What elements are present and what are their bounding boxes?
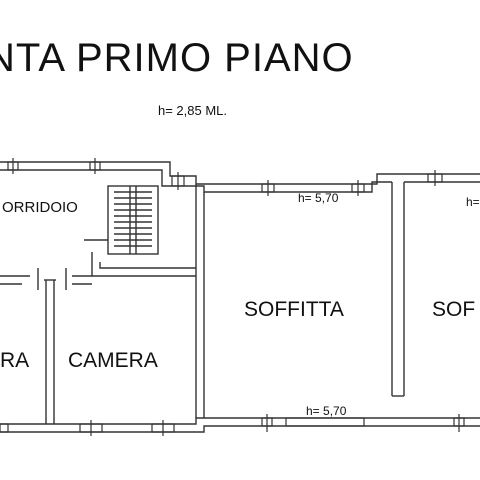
label-attic-2: SOF [432, 298, 475, 321]
windows-bottom [0, 414, 465, 436]
outer-wall-top-inner [0, 169, 392, 193]
label-camera: CAMERA [68, 349, 158, 372]
height-attic-1-bottom: h= 5,70 [306, 404, 347, 418]
label-attic-1: SOFFITTA [244, 298, 344, 321]
label-room-left: RA [0, 349, 29, 372]
stair-steps [114, 186, 152, 254]
label-corridor: ORRIDOIO [2, 199, 78, 216]
height-attic-1-top: h= 5,70 [298, 191, 339, 205]
height-attic-2-top: h= [466, 195, 480, 209]
staircase [107, 185, 159, 255]
plan-title-text: NTA PRIMO PIANO [0, 36, 354, 80]
plan-title: NTA PRIMO PIANO [0, 38, 354, 78]
outer-wall-bottom-inner [0, 425, 480, 433]
outer-wall-bottom [0, 417, 480, 425]
windows-top [7, 158, 443, 196]
floor-height-note: h= 2,85 ML. [158, 103, 228, 118]
outer-wall-top [0, 161, 480, 185]
